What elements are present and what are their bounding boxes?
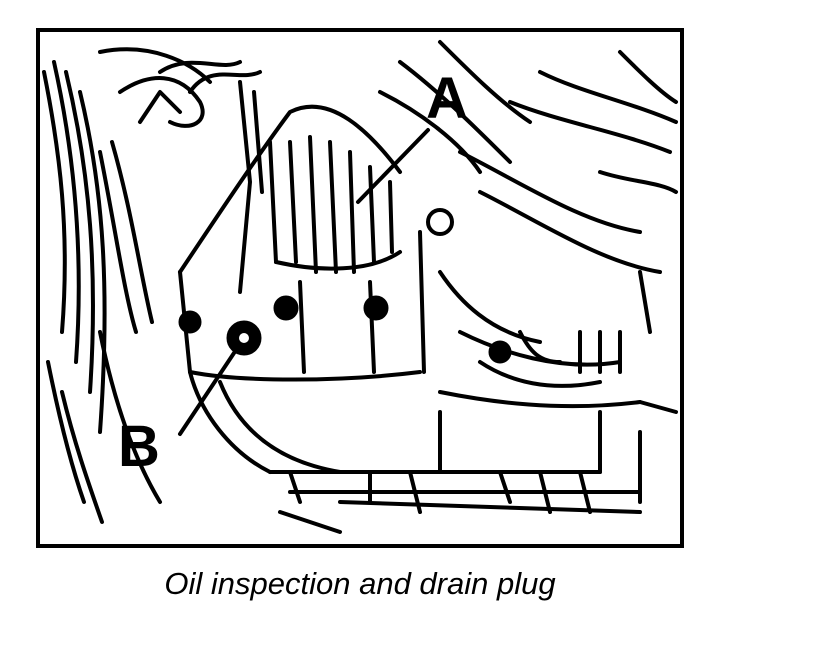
callout-b: B <box>118 414 160 479</box>
engine-drawing <box>42 40 678 534</box>
engine-diagram <box>36 28 684 548</box>
figure-caption: Oil inspection and drain plug <box>164 566 556 601</box>
callout-a: A <box>426 66 468 131</box>
